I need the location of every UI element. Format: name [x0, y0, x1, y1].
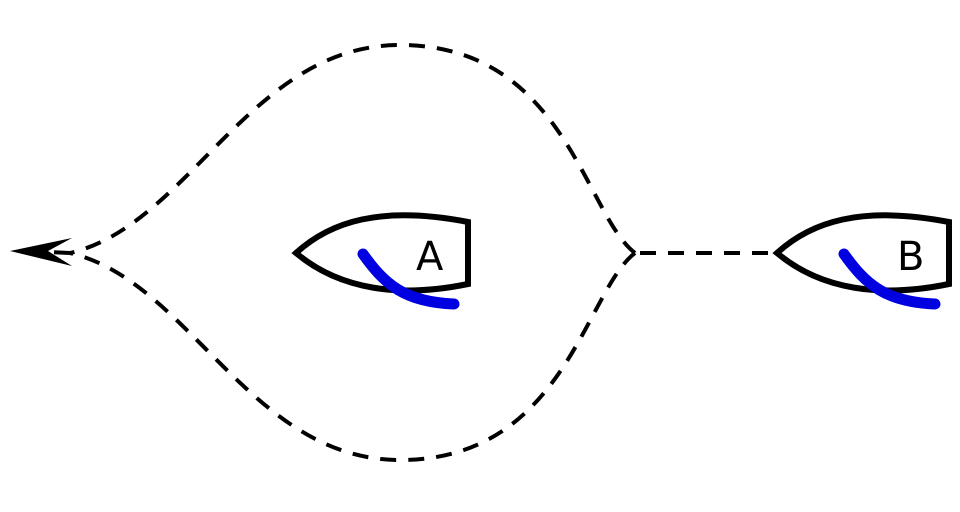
sail — [357, 248, 460, 310]
boat-label: B — [897, 234, 924, 280]
path-upper-loop — [69, 42, 637, 255]
path-to-arrow — [47, 250, 71, 255]
boat-a: A — [291, 212, 471, 310]
boat-label: A — [416, 234, 444, 280]
arrowhead-icon — [10, 238, 72, 266]
path-lower-loop — [69, 251, 637, 463]
boat-b: B — [772, 212, 952, 310]
sail — [838, 248, 941, 310]
boat-hull — [291, 212, 471, 294]
boat-hull — [772, 212, 952, 294]
